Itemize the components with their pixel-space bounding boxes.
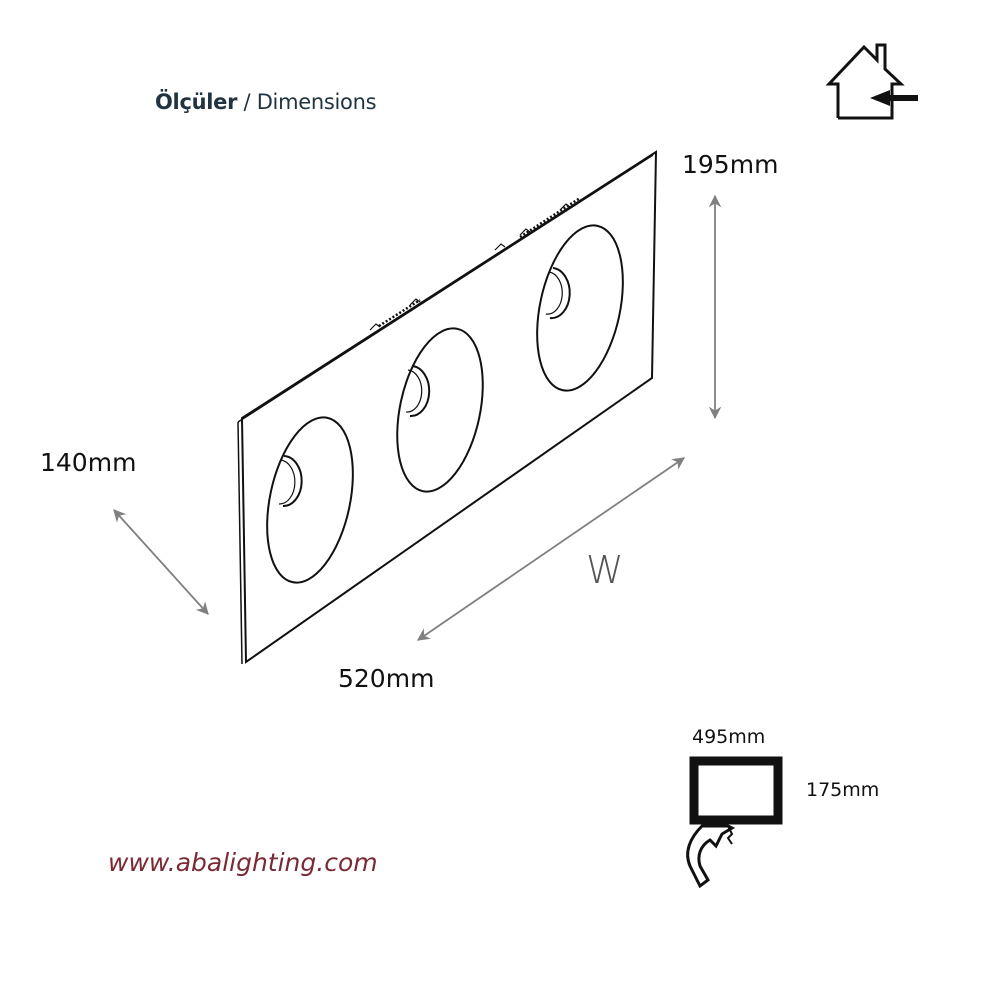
title-turkish: Ölçüler (155, 90, 238, 114)
height-dimension-label: 195mm (682, 150, 779, 179)
indoor-use-house-icon (825, 43, 918, 120)
title-separator: / (237, 90, 257, 114)
light-recess-3 (536, 224, 624, 392)
length-dimension-label: 520mm (338, 664, 435, 693)
cutout-height-label: 175mm (806, 779, 880, 801)
length-dimension-arrow (416, 457, 686, 641)
page-title: Ölçüler / Dimensions (155, 90, 377, 114)
recessed-mounting-icon (686, 756, 783, 889)
fixture-panel (237, 150, 658, 665)
title-english: Dimensions (256, 90, 377, 114)
light-recess-1 (266, 416, 354, 584)
cutout-width-label: 495mm (692, 726, 766, 748)
width-symbol-label: W (586, 548, 624, 592)
depth-dimension-label: 140mm (40, 448, 137, 477)
depth-dimension-arrow (113, 509, 209, 615)
website-url[interactable]: www.abalighting.com (108, 848, 378, 877)
